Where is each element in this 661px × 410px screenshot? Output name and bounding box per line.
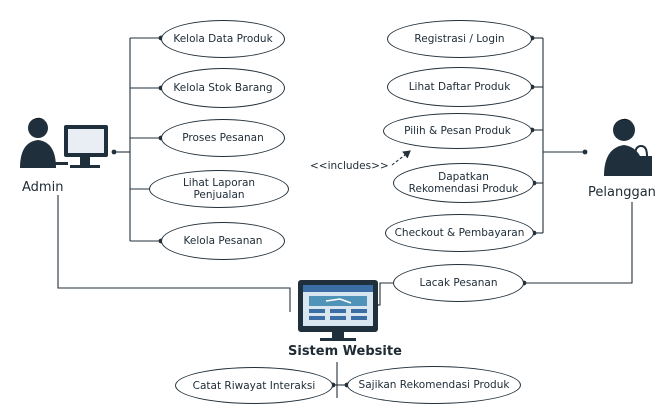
- admin-figure: [20, 117, 108, 168]
- admin-system-link: [57, 195, 291, 312]
- usecase-pilih-pesan-produk: Pilih & Pesan Produk: [383, 113, 532, 149]
- includes-arrow: [391, 150, 411, 166]
- website-monitor-figure: [298, 280, 378, 341]
- usecase-kelola-data-produk: Kelola Data Produk: [161, 20, 285, 58]
- pelanggan-figure: [604, 118, 652, 176]
- usecase-lihat-laporan-penjualan: Lihat Laporan Penjualan: [149, 170, 289, 208]
- usecase-registrasi-login: Registrasi / Login: [387, 20, 532, 58]
- usecase-checkout-pembayaran: Checkout & Pembayaran: [385, 214, 534, 252]
- includes-stereotype-label: <<includes>>: [310, 160, 389, 172]
- usecase-proses-pesanan: Proses Pesanan: [161, 119, 285, 157]
- usecase-lacak-pesanan: Lacak Pesanan: [393, 264, 524, 302]
- usecase-dapatkan-rekomendasi-produk: Dapatkan Rekomendasi Produk: [393, 163, 534, 203]
- lacak-system-link: [373, 282, 393, 308]
- usecase-sajikan-rekomendasi-produk: Sajikan Rekomendasi Produk: [347, 366, 521, 404]
- system-website-label: Sistem Website: [288, 344, 402, 359]
- usecase-kelola-pesanan: Kelola Pesanan: [161, 222, 285, 260]
- usecase-catat-riwayat-interaksi: Catat Riwayat Interaksi: [175, 367, 333, 404]
- pelanggan-actor-label: Pelanggan: [588, 185, 656, 200]
- pelanggan-lacak-link: [521, 202, 633, 286]
- usecase-lihat-daftar-produk: Lihat Daftar Produk: [387, 67, 532, 107]
- usecase-kelola-stok-barang: Kelola Stok Barang: [161, 68, 285, 108]
- admin-actor-label: Admin: [22, 180, 64, 195]
